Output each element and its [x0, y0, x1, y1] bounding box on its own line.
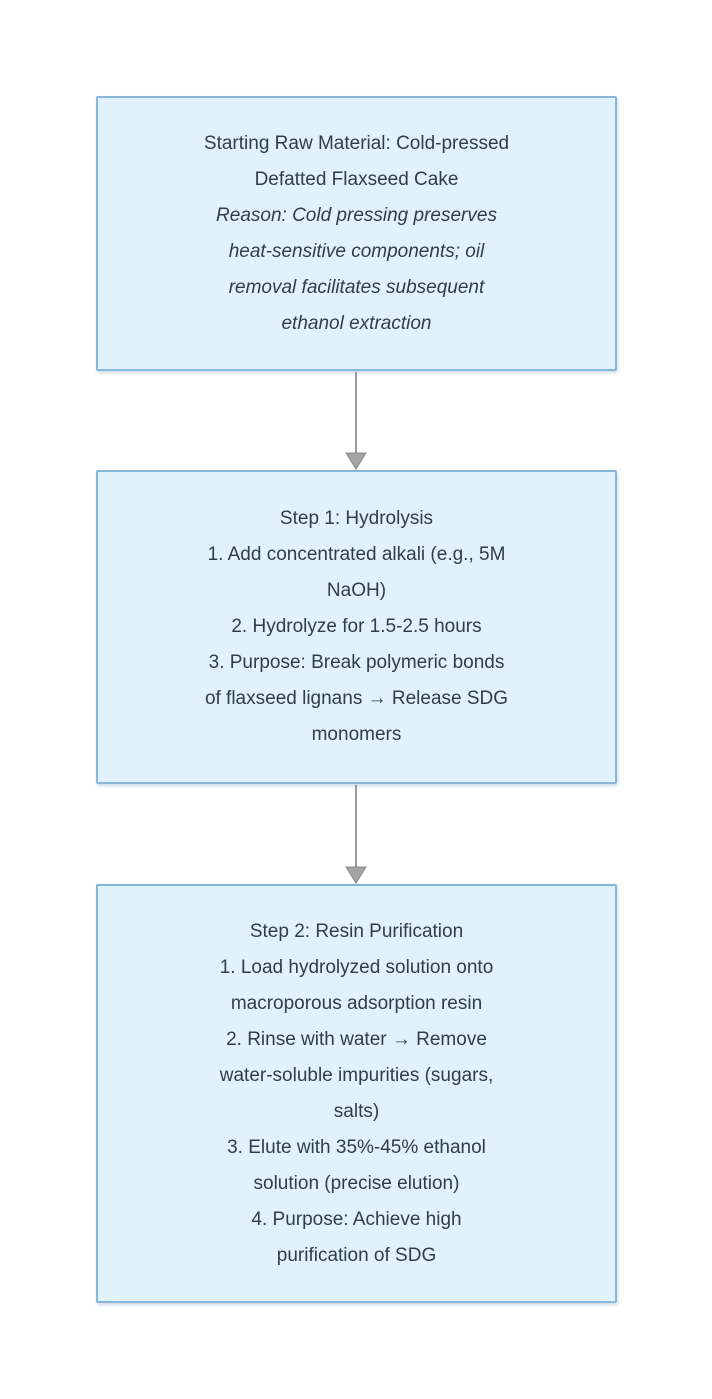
node-step-1-hydrolysis: Step 1: Hydrolysis 1. Add concentrated a… [96, 470, 617, 784]
node-raw-material-title: Starting Raw Material: Cold-pressed Defa… [203, 132, 510, 190]
node-step-2-resin-purification: Step 2: Resin Purification 1. Load hydro… [96, 884, 617, 1303]
node-raw-material-reason: Reason: Cold pressing preserves heat-sen… [216, 204, 497, 334]
arrow-down-icon [345, 785, 367, 884]
node-raw-material: Starting Raw Material: Cold-pressed Defa… [96, 96, 617, 371]
node-step-2-text: Step 2: Resin Purification 1. Load hydro… [219, 920, 494, 1266]
node-step-1-text: Step 1: Hydrolysis 1. Add concentrated a… [204, 508, 509, 745]
arrow-down-icon [345, 372, 367, 470]
